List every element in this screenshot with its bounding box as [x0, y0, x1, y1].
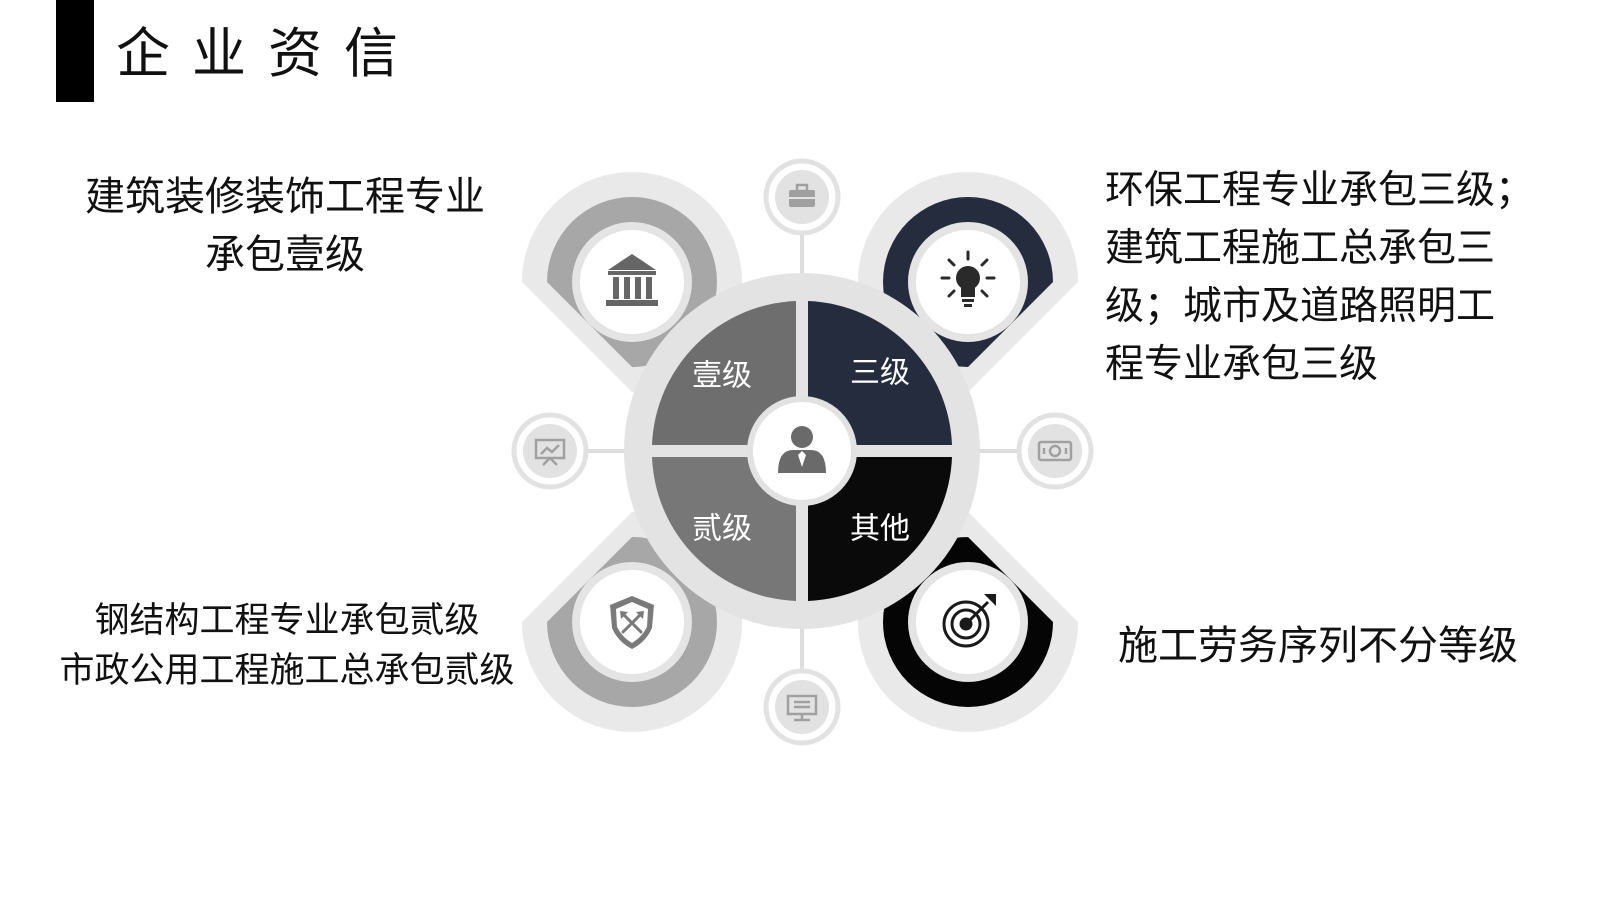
description-line: 钢结构工程专业承包贰级: [94, 601, 480, 641]
description-line: 建筑装修装饰工程专业: [85, 174, 485, 220]
shield-icon: [610, 596, 654, 649]
segment-san: [808, 301, 952, 445]
description-bottom-right: 施工劳务序列不分等级: [1118, 618, 1518, 674]
presentation-chart-icon: [534, 438, 566, 466]
target-arrow-icon: [942, 594, 996, 648]
segment-label-qita: 其他: [850, 512, 910, 547]
description-line: 市政公用工程施工总承包贰级: [59, 651, 515, 691]
icon-plate-top-left: [572, 222, 692, 342]
description-top-right: 环保工程专业承包三级； 建筑工程施工总承包三 级；城市及道路照明工 程专业承包三…: [1105, 162, 1534, 394]
page-title: 企业资信: [116, 22, 420, 85]
businessman-icon: [778, 426, 826, 473]
segment-er: [652, 457, 796, 601]
description-line: 程专业承包三级: [1105, 342, 1379, 387]
money-bill-icon: [1037, 440, 1073, 462]
satellite-bottom: [763, 668, 841, 746]
segment-label-san: 三级: [850, 356, 910, 391]
lightbulb-icon: [940, 250, 996, 307]
description-line: 承包壹级: [205, 232, 365, 278]
satellite-right: [1016, 412, 1094, 490]
segment-yi: [652, 301, 796, 445]
description-line: 级；城市及道路照明工: [1105, 284, 1496, 329]
monitor-icon: [786, 694, 818, 722]
quadrant-segments: [652, 301, 952, 601]
segment-qita: [808, 457, 952, 601]
title-accent-bar: [56, 0, 94, 102]
bank-building-icon: [606, 254, 658, 306]
segment-label-er: 贰级: [692, 512, 752, 547]
satellite-left: [511, 412, 589, 490]
description-line: 环保工程专业承包三级；: [1105, 168, 1535, 213]
segment-label-yi: 壹级: [692, 359, 752, 394]
description-top-left: 建筑装修装饰工程专业 承包壹级: [80, 168, 490, 284]
satellite-top: [763, 158, 841, 236]
description-bottom-left: 钢结构工程专业承包贰级 市政公用工程施工总承包贰级: [52, 596, 522, 696]
briefcase-icon: [789, 183, 815, 207]
description-line: 建筑工程施工总承包三: [1105, 226, 1496, 271]
description-line: 施工劳务序列不分等级: [1118, 623, 1518, 669]
